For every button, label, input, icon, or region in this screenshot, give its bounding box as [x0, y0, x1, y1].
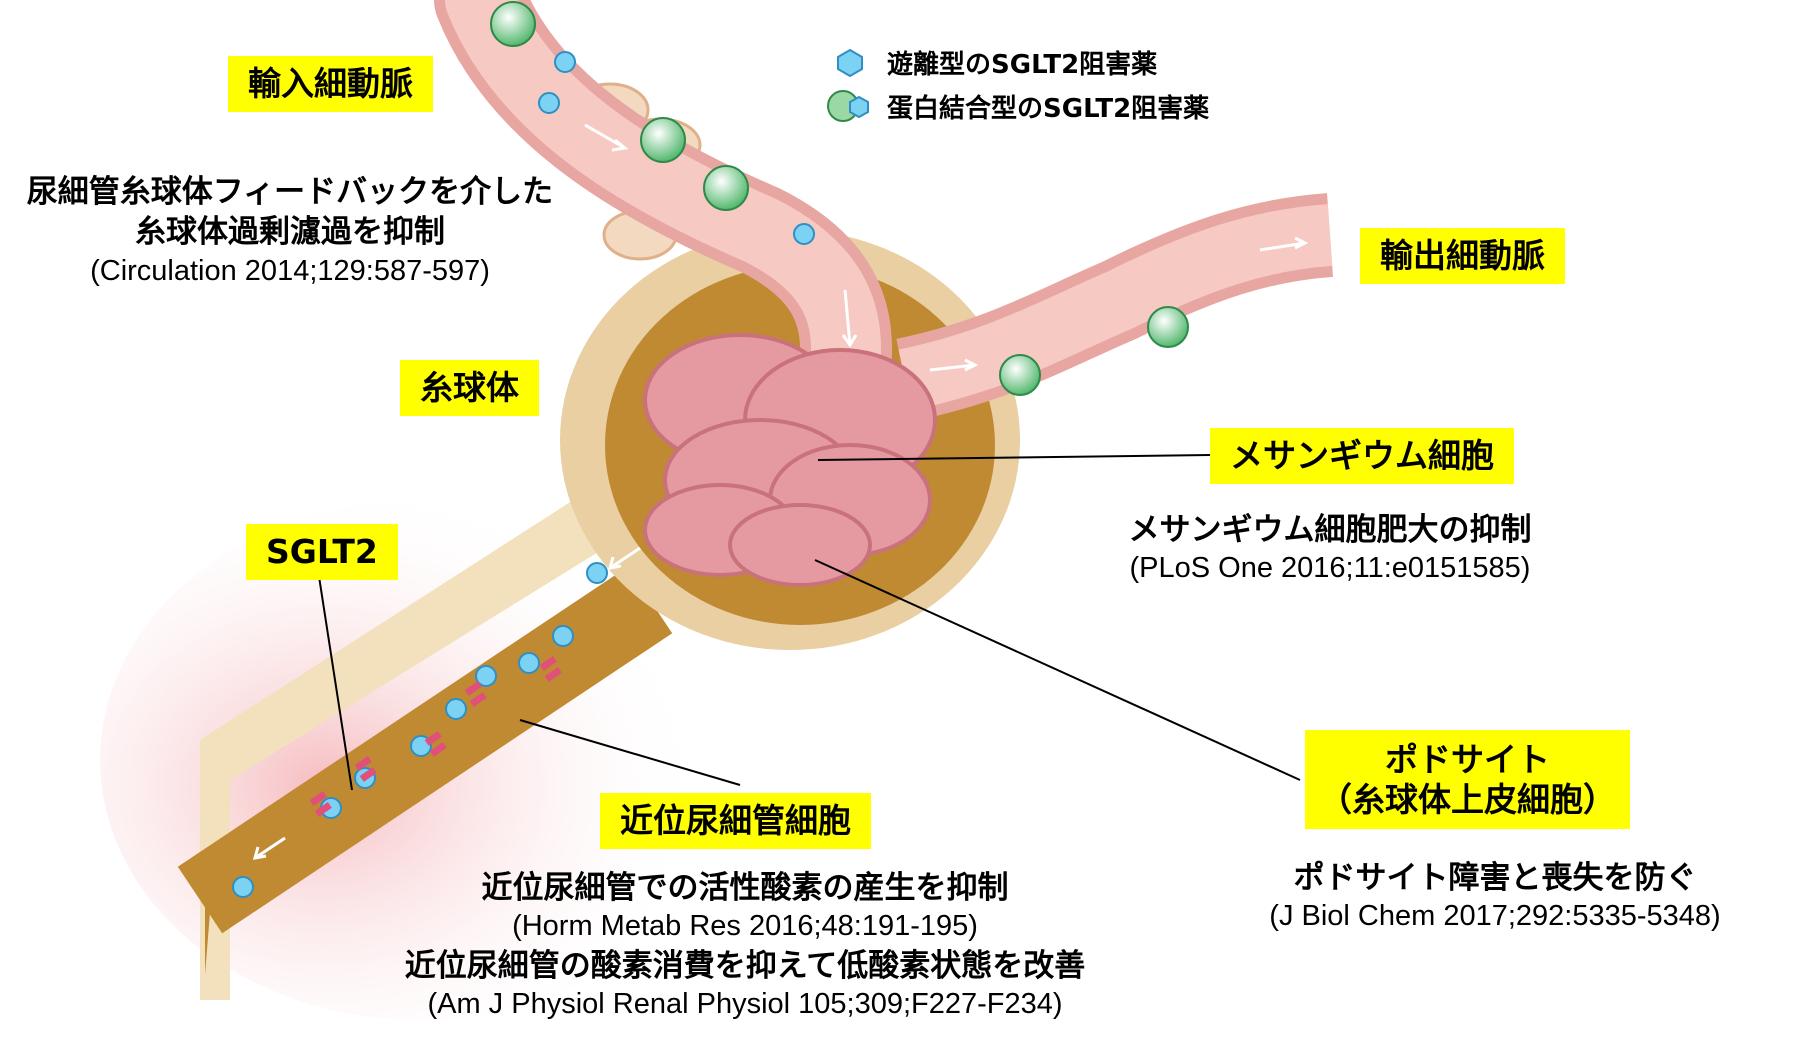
legend: 遊離型のSGLT2阻害薬 蛋白結合型のSGLT2阻害薬 — [825, 40, 1209, 128]
tgf-reference: (Circulation 2014;129:587-597) — [10, 253, 570, 291]
proximal-reference-1: (Horm Metab Res 2016;48:191-195) — [335, 908, 1155, 946]
podocyte-label-line1: ポドサイト — [1319, 740, 1616, 780]
sglt2-label: SGLT2 — [246, 524, 398, 580]
proximal-text-2: 近位尿細管の酸素消費を抑えて低酸素状態を改善 — [335, 946, 1155, 986]
protein-bound-icon — [825, 89, 875, 123]
proximal-text-1: 近位尿細管での活性酸素の産生を抑制 — [335, 868, 1155, 908]
efferent-arteriole-label: 輸出細動脈 — [1360, 228, 1565, 284]
tgf-text-1: 尿細管糸球体フィードバックを介した — [10, 172, 570, 212]
legend-bound-drug: 蛋白結合型のSGLT2阻害薬 — [825, 84, 1209, 128]
podocyte-text: ポドサイト障害と喪失を防ぐ — [1200, 858, 1790, 898]
podocyte-label: ポドサイト （糸球体上皮細胞） — [1305, 730, 1630, 829]
legend-free-drug-label: 遊離型のSGLT2阻害薬 — [887, 44, 1157, 81]
mesangial-cell-label: メサンギウム細胞 — [1210, 428, 1514, 484]
podocyte-label-line2: （糸球体上皮細胞） — [1319, 780, 1616, 820]
legend-bound-drug-label: 蛋白結合型のSGLT2阻害薬 — [887, 88, 1209, 125]
proximal-tubule-label: 近位尿細管細胞 — [600, 793, 871, 849]
afferent-arteriole-label: 輸入細動脈 — [228, 56, 433, 112]
glomerulus-label: 糸球体 — [400, 360, 539, 416]
tgf-note: 尿細管糸球体フィードバックを介した 糸球体過剰濾過を抑制 (Circulatio… — [10, 172, 570, 290]
proximal-note: 近位尿細管での活性酸素の産生を抑制 (Horm Metab Res 2016;4… — [335, 868, 1155, 1024]
tgf-text-2: 糸球体過剰濾過を抑制 — [10, 212, 570, 252]
hexagon-icon — [825, 47, 875, 77]
legend-free-drug: 遊離型のSGLT2阻害薬 — [825, 40, 1209, 84]
mesangial-note: メサンギウム細胞肥大の抑制 (PLoS One 2016;11:e0151585… — [1080, 510, 1580, 588]
proximal-reference-2: (Am J Physiol Renal Physiol 105;309;F227… — [335, 986, 1155, 1024]
mesangial-reference: (PLoS One 2016;11:e0151585) — [1080, 550, 1580, 588]
mesangial-text: メサンギウム細胞肥大の抑制 — [1080, 510, 1580, 550]
podocyte-note: ポドサイト障害と喪失を防ぐ (J Biol Chem 2017;292:5335… — [1200, 858, 1790, 936]
podocyte-reference: (J Biol Chem 2017;292:5335-5348) — [1200, 898, 1790, 936]
